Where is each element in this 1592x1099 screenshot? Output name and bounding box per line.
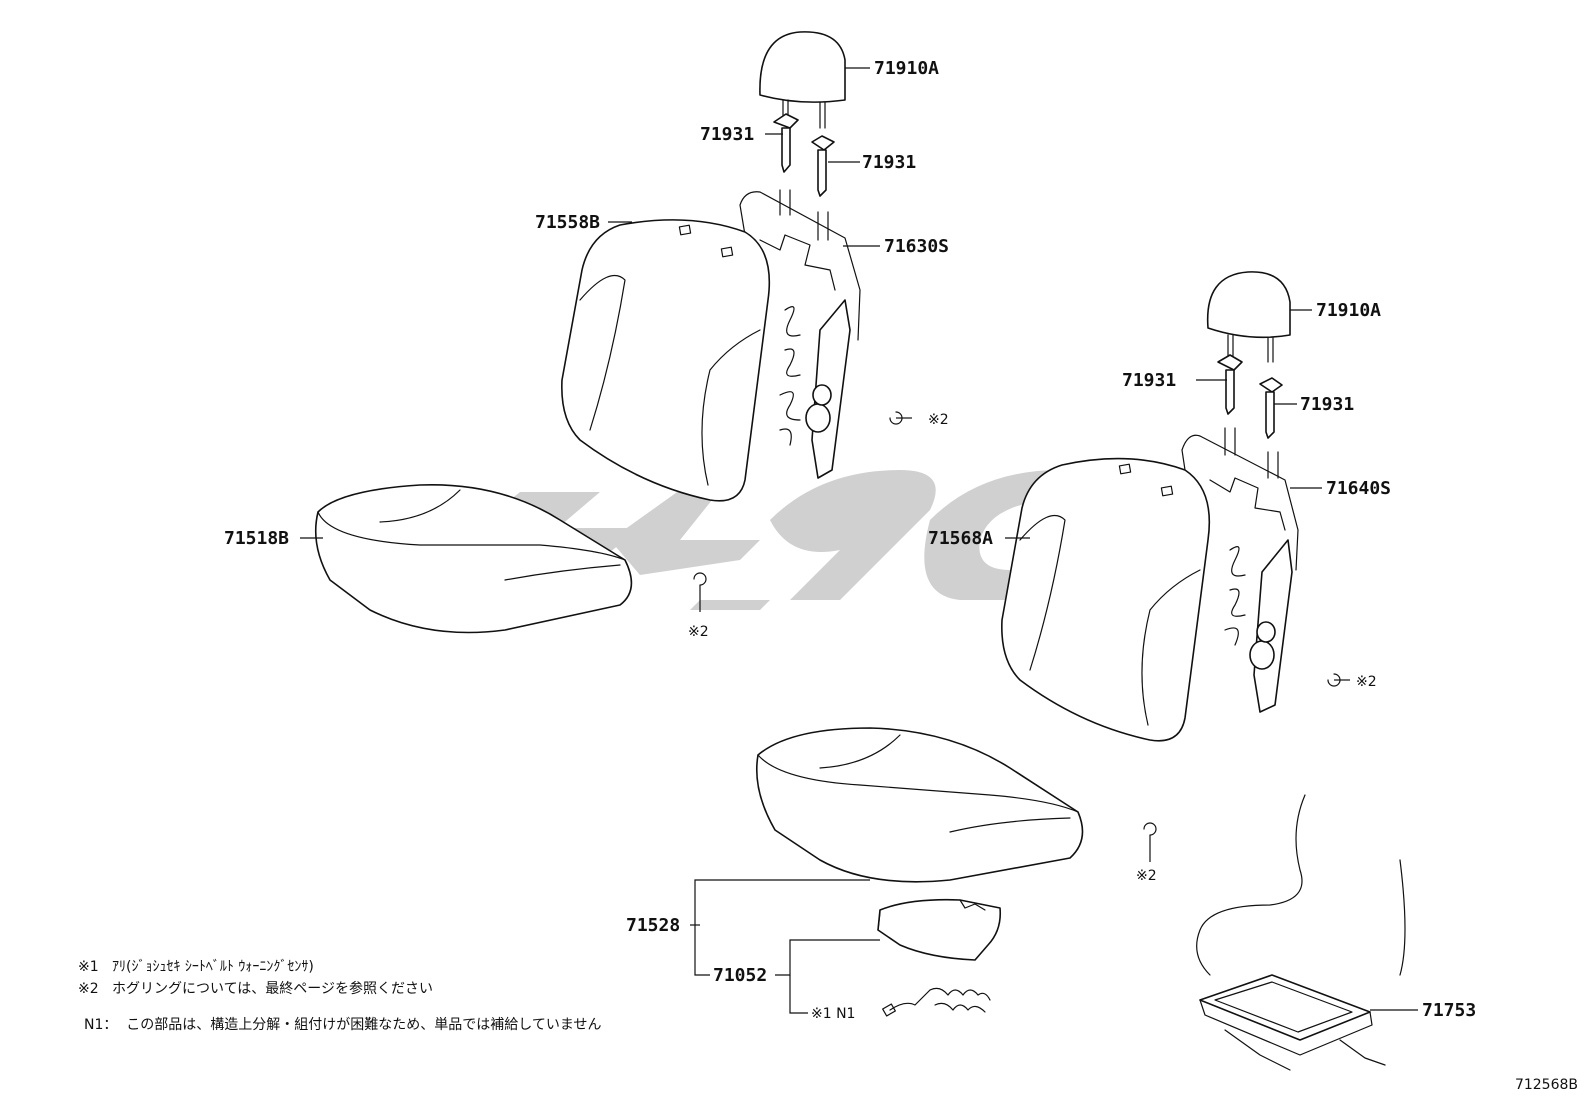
headrest-left bbox=[759, 31, 846, 129]
legend-note-2-key: ※2 bbox=[78, 981, 99, 997]
legend-note-2: ※2 ホグリングについては、最終ページを参照ください bbox=[78, 978, 433, 998]
part-label-71931-right-1: 71931 bbox=[1122, 370, 1176, 391]
part-label-71630s: 71630S bbox=[884, 236, 949, 257]
diagram-reference-code: 712568B bbox=[1514, 1077, 1578, 1093]
part-label-71640s: 71640S bbox=[1326, 478, 1391, 499]
seatback-frame-left bbox=[739, 189, 861, 479]
part-label-71931-left-2: 71931 bbox=[862, 152, 916, 173]
seat-cushion-right bbox=[755, 727, 1084, 883]
sensor-harness bbox=[882, 987, 991, 1017]
part-label-71910a-right: 71910A bbox=[1316, 300, 1381, 321]
legend-note-3-key: N1： bbox=[84, 1017, 118, 1033]
headrest-support-left-2 bbox=[811, 135, 835, 197]
part-label-71518b: 71518B bbox=[224, 528, 289, 549]
mark-sensor-note: ※1 N1 bbox=[811, 1006, 855, 1022]
headrest-right bbox=[1206, 271, 1291, 363]
legend-note-1-text: ｱﾘ(ｼﾞｮｼｭｾｷ ｼｰﾄﾍﾞﾙﾄ ｳｫｰﾆﾝｸﾞｾﾝｻ) bbox=[112, 959, 314, 975]
part-label-71753: 71753 bbox=[1422, 1000, 1476, 1021]
headrest-support-right-2 bbox=[1259, 377, 1283, 439]
mark-hog-ring-1: ※2 bbox=[928, 412, 949, 428]
hog-ring-right-2 bbox=[1143, 822, 1157, 862]
legend-note-3: N1： この部品は、構造上分解・組付けが困難なため、単品では補給していません bbox=[84, 1014, 601, 1034]
legend-note-1-key: ※1 bbox=[78, 959, 99, 975]
legend-note-3-text: この部品は、構造上分解・組付けが困難なため、単品では補給していません bbox=[126, 1017, 602, 1033]
mark-hog-ring-2: ※2 bbox=[688, 624, 709, 640]
part-label-71052: 71052 bbox=[713, 965, 767, 986]
mark-hog-ring-4: ※2 bbox=[1136, 868, 1157, 884]
part-label-71558b: 71558B bbox=[535, 212, 600, 233]
legend-note-1: ※1 ｱﾘ(ｼﾞｮｼｭｾｷ ｼｰﾄﾍﾞﾙﾄ ｳｫｰﾆﾝｸﾞｾﾝｻ) bbox=[78, 956, 314, 976]
part-label-71528: 71528 bbox=[626, 915, 680, 936]
hog-ring-right-1 bbox=[1327, 673, 1350, 687]
part-label-71931-right-2: 71931 bbox=[1300, 394, 1354, 415]
hog-ring-left-2 bbox=[693, 572, 707, 612]
part-label-71931-left-1: 71931 bbox=[700, 124, 754, 145]
seatback-cover-left bbox=[561, 219, 771, 502]
part-label-71568a: 71568A bbox=[928, 528, 993, 549]
headrest-support-left-1 bbox=[773, 113, 799, 173]
seat-tray bbox=[1196, 794, 1406, 1071]
legend-note-2-text: ホグリングについては、最終ページを参照ください bbox=[112, 981, 434, 997]
hog-ring-left-1 bbox=[889, 411, 912, 425]
seat-cushion-left bbox=[314, 483, 633, 634]
leader-lines bbox=[300, 67, 1418, 1014]
part-label-71910a-left: 71910A bbox=[874, 58, 939, 79]
occupant-sensor-pad bbox=[877, 898, 1002, 961]
mark-hog-ring-3: ※2 bbox=[1356, 674, 1377, 690]
seatback-cover-right bbox=[1001, 457, 1211, 742]
seatback-frame-right bbox=[1181, 427, 1299, 713]
headrest-support-right-1 bbox=[1217, 354, 1243, 415]
